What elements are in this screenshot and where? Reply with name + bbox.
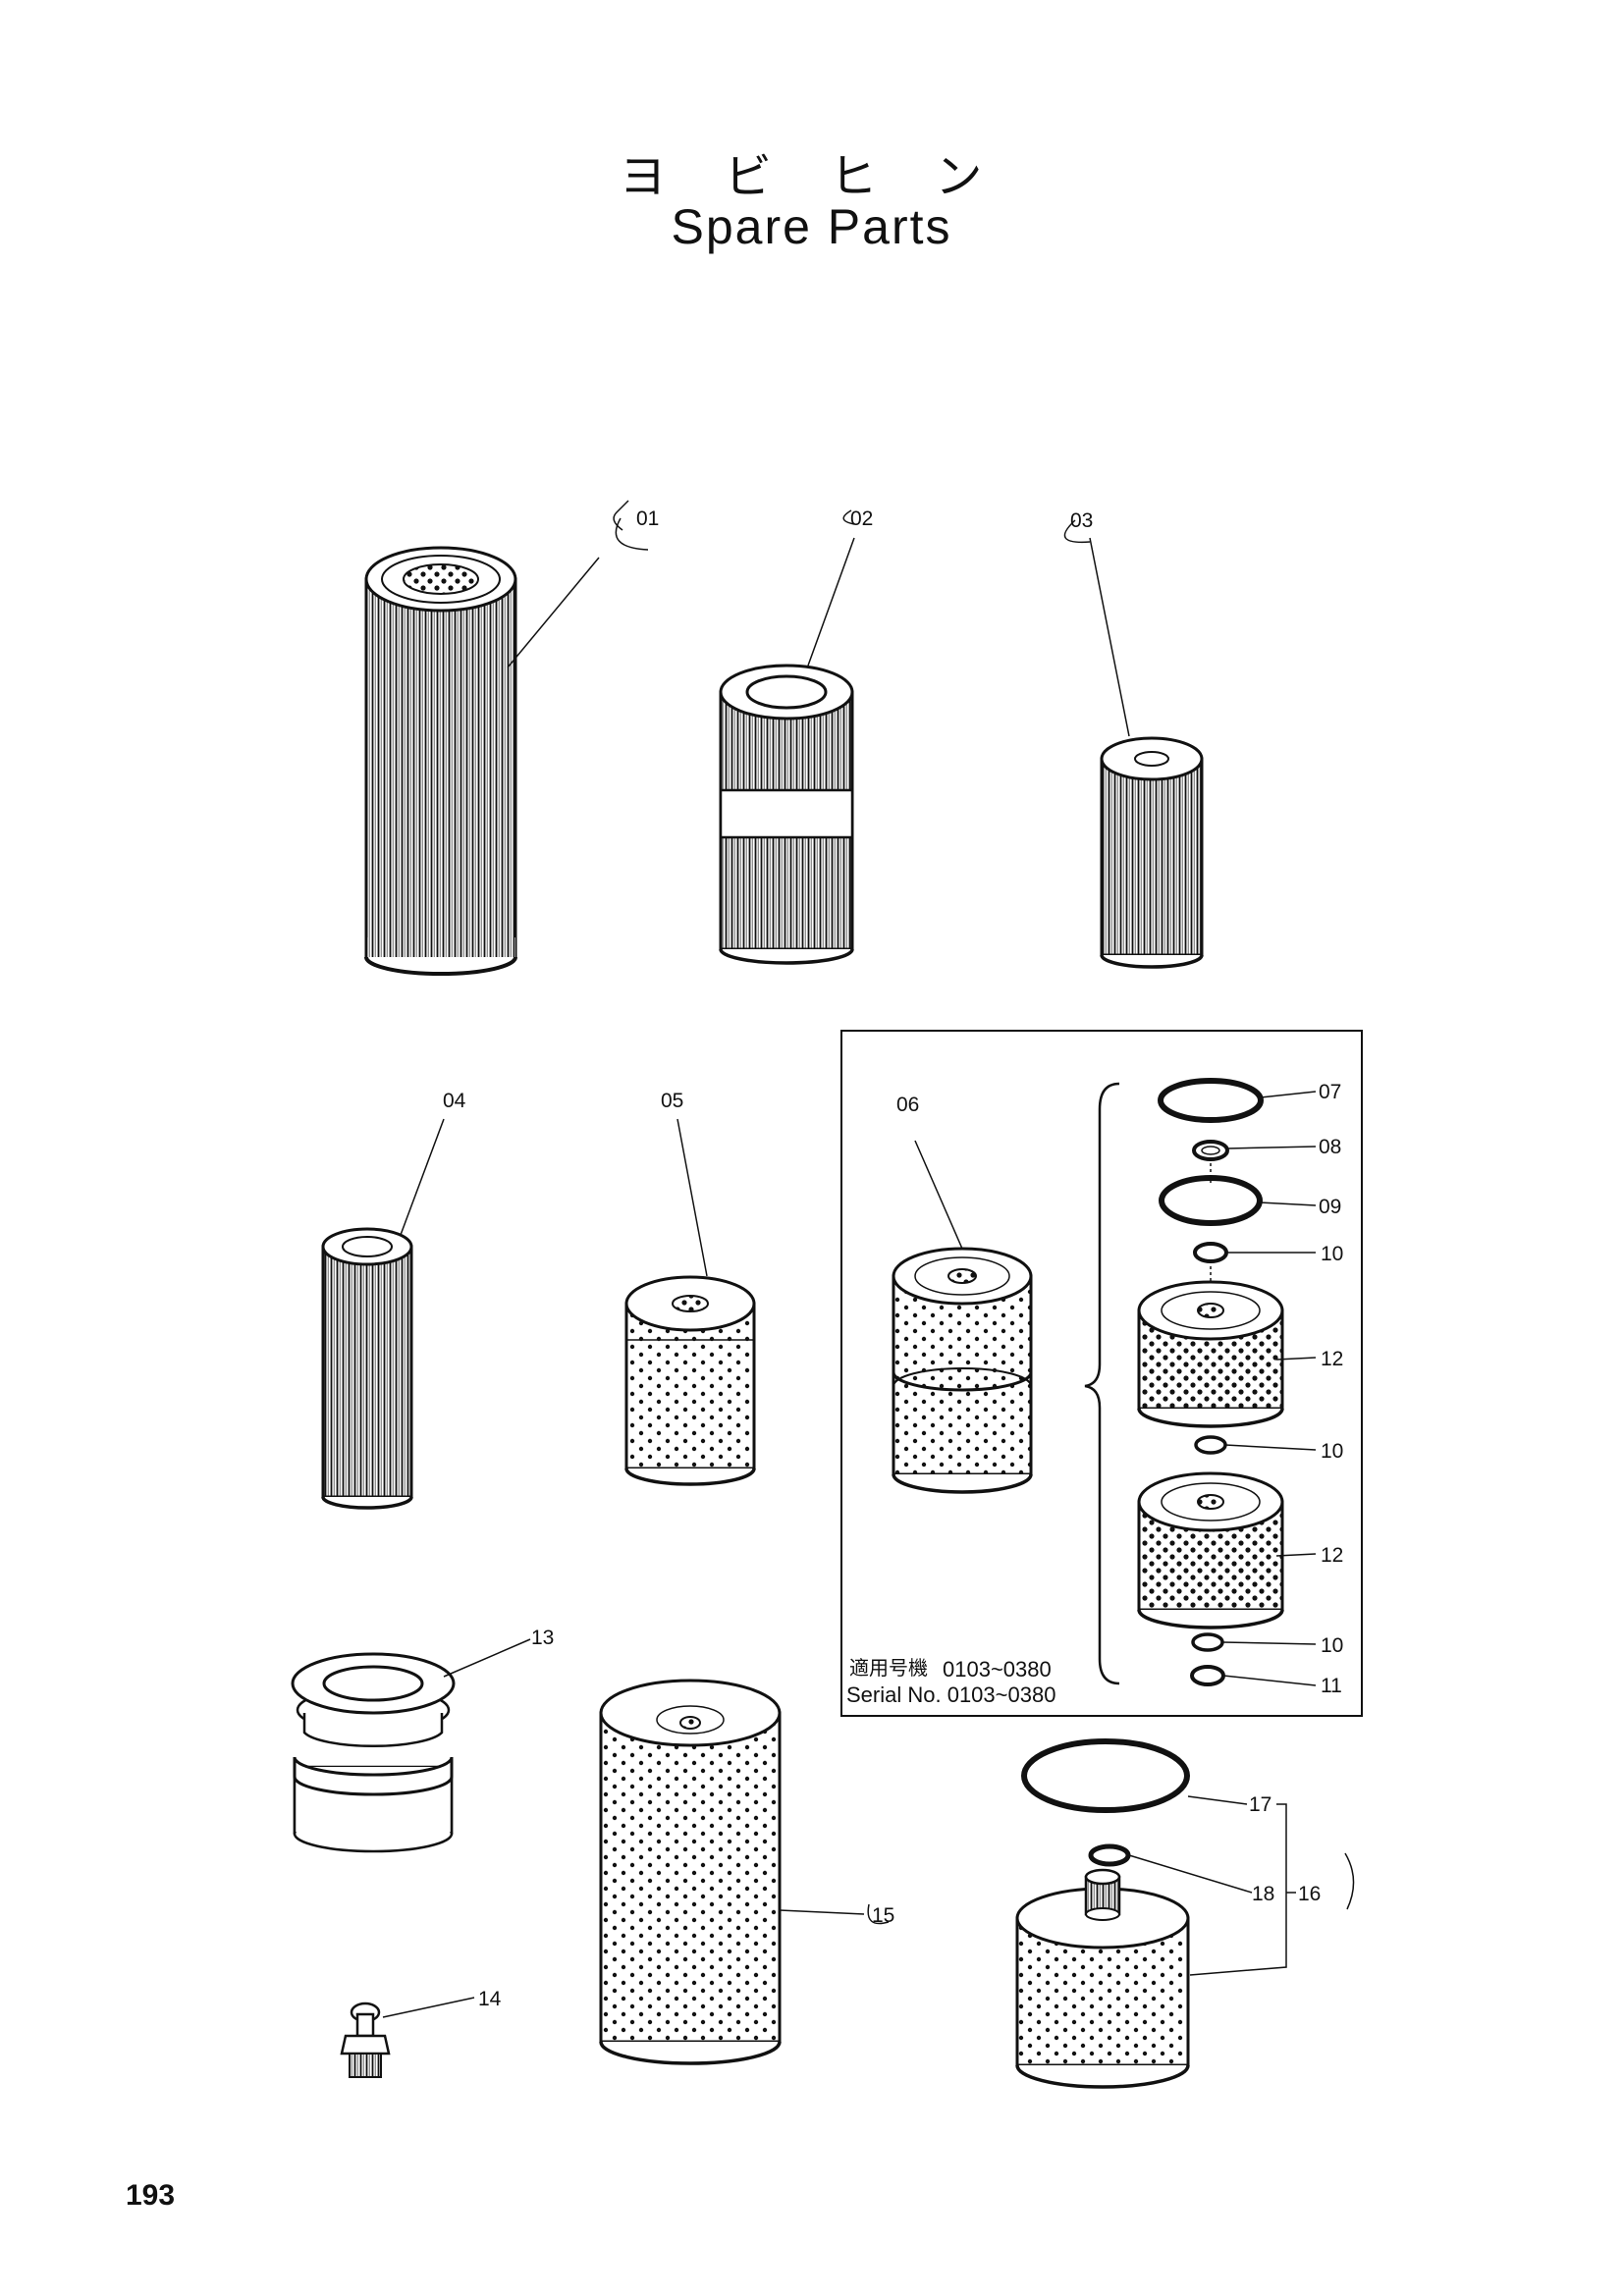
callout-10c: 10 (1321, 1634, 1343, 1657)
o-ring-icon (1158, 1078, 1264, 1123)
grease-nipple-icon (340, 2002, 391, 2078)
callout-03: 03 (1070, 509, 1093, 532)
callout-10a: 10 (1321, 1243, 1343, 1265)
perforated-filter-icon (1137, 1280, 1284, 1428)
o-ring-icon (1021, 1738, 1190, 1813)
callout-16: 16 (1298, 1883, 1321, 1905)
strainer-cup-icon (291, 1652, 456, 1853)
callout-11: 11 (1321, 1675, 1342, 1697)
callout-09: 09 (1319, 1196, 1341, 1218)
serial-range-label: 適用号機 0103~0380 Serial No. 0103~0380 (846, 1657, 1055, 1707)
callout-10b: 10 (1321, 1440, 1343, 1463)
leader-lines (382, 500, 1355, 2018)
washer-icon (1190, 1665, 1225, 1686)
serial-label-jp-range: 0103~0380 (943, 1657, 1052, 1682)
banded-pleated-filter-icon (719, 664, 854, 965)
callout-15: 15 (872, 1904, 894, 1927)
callout-12a: 12 (1321, 1348, 1343, 1370)
pleated-cartridge-filter-icon (364, 546, 517, 976)
serial-label-jp: 適用号機 (849, 1657, 928, 1680)
slim-pleated-filter-icon (321, 1227, 413, 1510)
double-perforated-filter-icon (892, 1247, 1033, 1494)
washer-icon (1191, 1632, 1224, 1652)
small-pleated-filter-icon (1100, 736, 1204, 969)
callout-17: 17 (1249, 1793, 1271, 1816)
callout-labels: 01 02 03 04 05 06 07 08 09 10 12 10 12 1… (443, 507, 1343, 2010)
callout-01: 01 (636, 507, 659, 530)
washer-icon (1194, 1435, 1227, 1455)
page-number: 193 (126, 2179, 176, 2212)
page-title-japanese: ヨ ビ ヒ ン (619, 149, 1004, 204)
washer-icon (1088, 1843, 1131, 1867)
callout-02: 02 (850, 507, 873, 530)
callout-18: 18 (1252, 1883, 1274, 1905)
tall-perforated-filter-icon (599, 1679, 782, 2065)
page-title: Spare Parts (671, 199, 952, 254)
callout-13: 13 (531, 1627, 554, 1649)
callout-14: 14 (478, 1988, 502, 2010)
callout-06: 06 (896, 1094, 919, 1116)
perforated-filter-icon (1137, 1471, 1284, 1629)
callout-08: 08 (1319, 1136, 1341, 1158)
serial-label-en: Serial No. 0103~0380 (846, 1682, 1055, 1707)
callout-12b: 12 (1321, 1544, 1343, 1567)
o-ring-icon (1159, 1175, 1263, 1226)
serial-range-inset (840, 1030, 1363, 1717)
callout-05: 05 (661, 1090, 683, 1112)
callout-07: 07 (1319, 1081, 1341, 1103)
washer-icon (1192, 1140, 1229, 1161)
washer-icon (1193, 1242, 1228, 1263)
callout-04: 04 (443, 1090, 466, 1112)
perforated-filter-icon (624, 1275, 756, 1486)
filter-kit-icon (1015, 1868, 1190, 2089)
